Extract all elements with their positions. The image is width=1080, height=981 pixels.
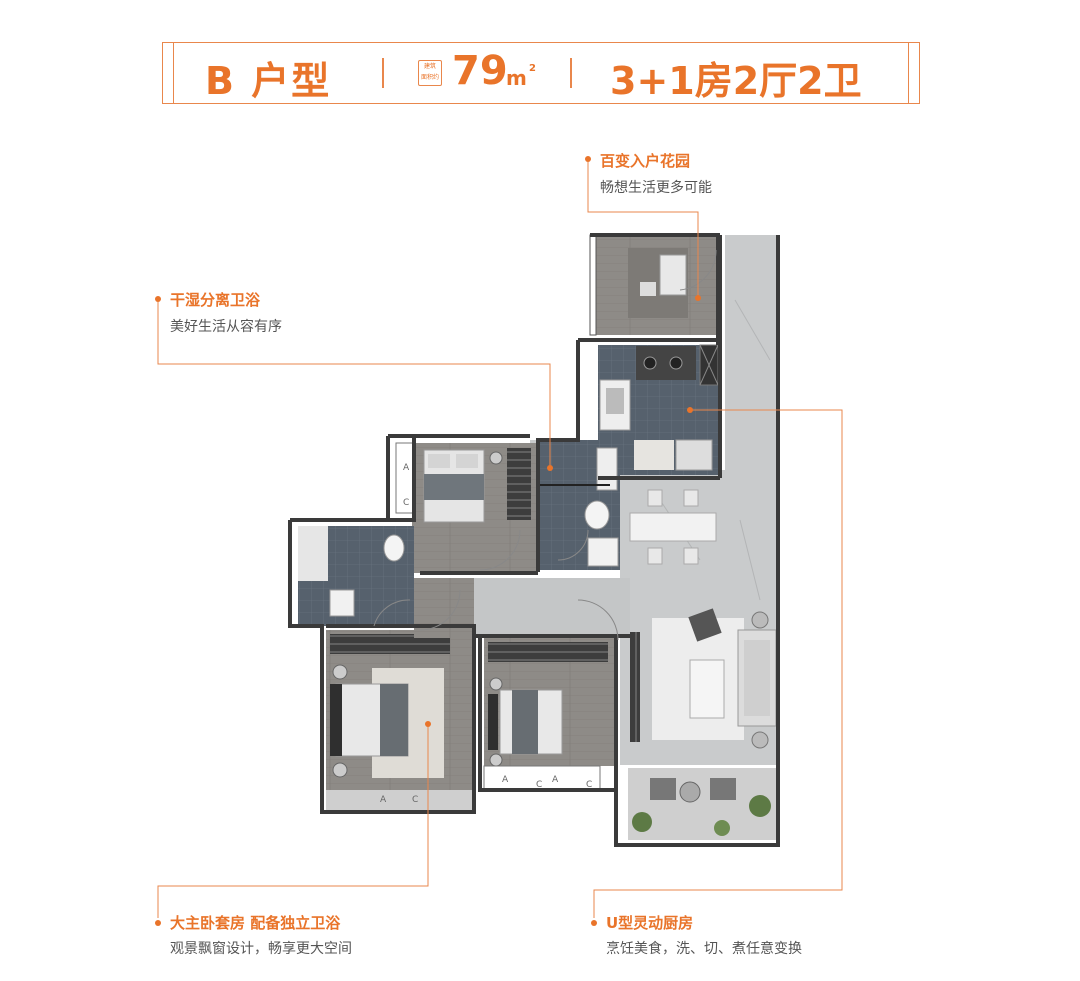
area-unit-superscript: 2 <box>529 63 536 74</box>
header-left-tick <box>167 42 174 104</box>
ac-label: A <box>552 775 559 785</box>
master-subtitle: 观景飘窗设计，畅享更大空间 <box>170 941 352 957</box>
kitchen-subtitle: 烹饪美食，洗、切、煮任意变换 <box>606 941 802 957</box>
unit-type-title: B 户型 <box>205 59 332 103</box>
annotation-leaders <box>157 160 843 918</box>
garden-title: 百变入户花园 <box>600 152 691 170</box>
kitchen-title: U型灵动厨房 <box>606 914 694 932</box>
bedroom-2 <box>395 442 538 573</box>
area-value: 79 <box>452 48 508 94</box>
dining-table <box>629 489 717 565</box>
bath-title: 干湿分离卫浴 <box>170 291 261 309</box>
garden-marker <box>695 295 701 301</box>
kitchen-marker <box>687 407 693 413</box>
area-tag-line1: 建筑 <box>423 63 436 70</box>
area-tag: 建筑 面积约 <box>418 60 442 86</box>
window-labels: A C A C A C A C <box>380 463 592 805</box>
header-frame <box>162 42 920 104</box>
bath-dot <box>155 296 161 302</box>
area-tag-line2: 面积约 <box>420 74 439 81</box>
door-swings <box>373 249 717 641</box>
entry-garden <box>589 234 716 336</box>
ac-label: A <box>403 463 410 473</box>
header-separator <box>570 58 572 88</box>
c-label: C <box>536 780 542 790</box>
bedroom-3 <box>483 638 616 791</box>
garden-subtitle: 畅想生活更多可能 <box>600 180 712 196</box>
layout-title: 3+1房2厅2卫 <box>610 59 862 103</box>
corridor-floor <box>414 578 474 638</box>
master-bathroom <box>298 526 414 626</box>
ac-label: A <box>380 795 387 805</box>
bath-subtitle: 美好生活从容有序 <box>170 319 282 335</box>
bath-marker <box>547 465 553 471</box>
garden-dot <box>585 156 591 162</box>
ac-label: A <box>502 775 509 785</box>
master-title: 大主卧套房 配备独立卫浴 <box>170 914 341 932</box>
master-marker <box>425 721 431 727</box>
bathroom-2 <box>540 440 620 570</box>
master-dot <box>155 920 161 926</box>
living-area <box>630 608 777 749</box>
header-right-tick <box>908 42 915 104</box>
master-bedroom <box>326 630 472 814</box>
kitchen-dot <box>591 920 597 926</box>
header-separator <box>382 58 384 88</box>
balcony <box>628 768 776 840</box>
walls <box>288 233 780 847</box>
c-label: C <box>412 795 418 805</box>
c-label: C <box>403 498 409 508</box>
area-unit: m <box>506 66 527 90</box>
c-label: C <box>586 780 592 790</box>
